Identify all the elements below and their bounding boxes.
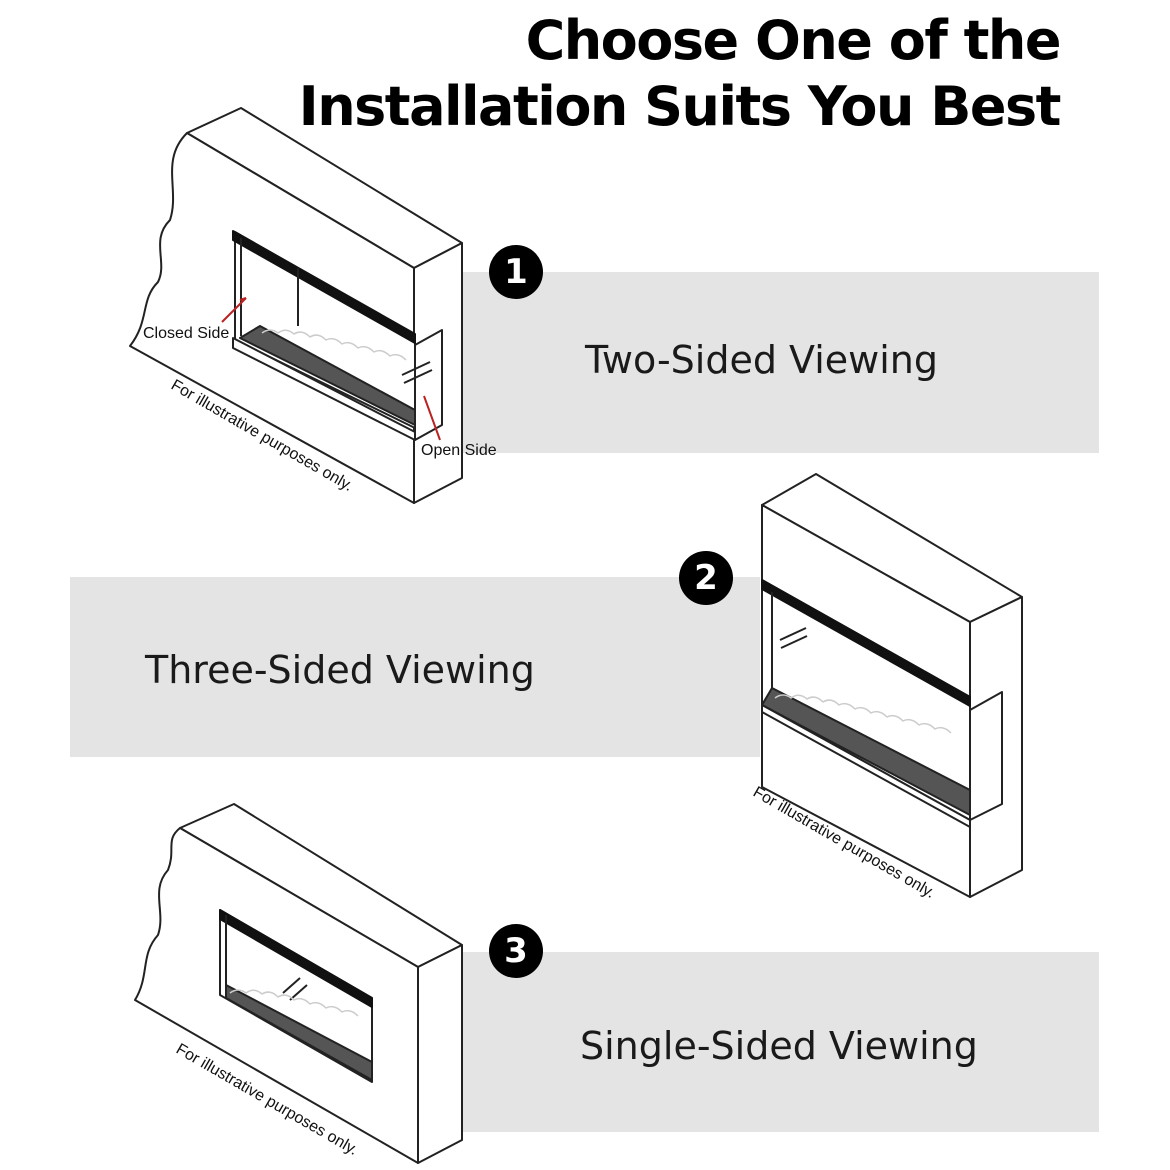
two-sided-fireplace-diagram — [129, 107, 463, 504]
option-3-band — [458, 952, 1099, 1132]
option-2-label: Three-Sided Viewing — [145, 648, 535, 692]
option-2-band — [70, 577, 760, 757]
option-2-number-badge: 2 — [679, 551, 733, 605]
option-3-label: Single-Sided Viewing — [580, 1024, 978, 1068]
closed-side-label: Closed Side — [143, 325, 229, 342]
page-title: Choose One of the Installation Suits You… — [298, 8, 1062, 140]
title-line-2: Installation Suits You Best — [298, 75, 1062, 138]
option-3-number-badge: 3 — [489, 924, 543, 978]
option-1-band — [463, 272, 1099, 453]
three-sided-fireplace-diagram — [761, 473, 1023, 898]
title-line-1: Choose One of the — [525, 9, 1062, 72]
option-1-number-badge: 1 — [489, 245, 543, 299]
option-1-label: Two-Sided Viewing — [585, 338, 938, 382]
open-side-label: Open Side — [421, 442, 497, 459]
single-sided-fireplace-diagram — [134, 803, 463, 1164]
